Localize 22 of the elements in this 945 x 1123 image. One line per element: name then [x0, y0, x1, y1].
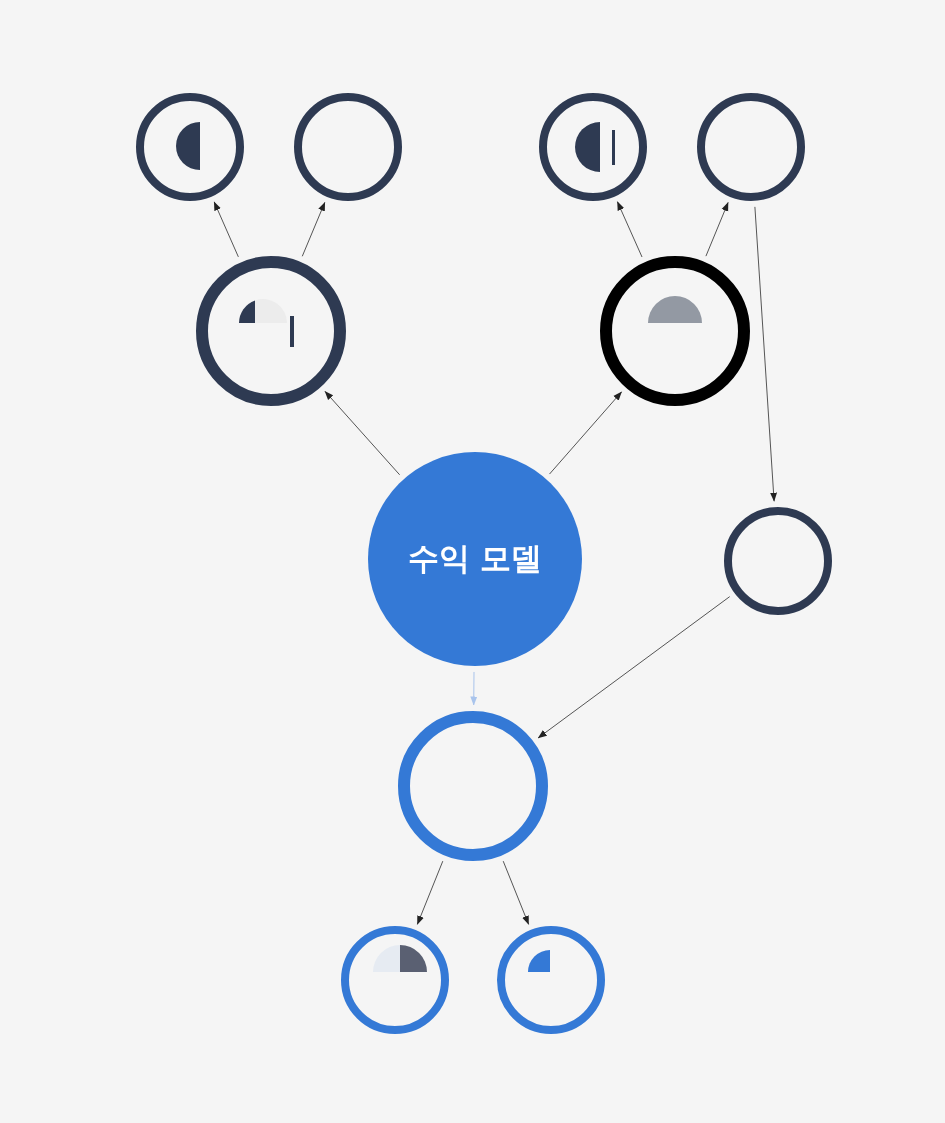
arrow	[416, 860, 444, 925]
ring-node	[341, 926, 449, 1034]
ring-node	[294, 93, 402, 201]
arrow	[502, 860, 530, 925]
arrow	[754, 206, 778, 502]
arrow	[470, 671, 478, 706]
arrow	[549, 391, 623, 475]
ring-node	[196, 256, 346, 406]
ring-node	[724, 507, 832, 615]
arrow	[616, 201, 643, 258]
ring-node	[136, 93, 244, 201]
ring-node	[539, 93, 647, 201]
arrow	[213, 201, 239, 258]
arrow	[324, 390, 401, 476]
arrow	[301, 201, 326, 257]
arrow	[705, 201, 729, 257]
ring-node	[600, 256, 750, 406]
ring-node	[398, 711, 548, 861]
arrow	[537, 596, 731, 739]
circle-node: 수익 모델	[368, 452, 582, 666]
ring-node	[697, 93, 805, 201]
ring-node	[497, 926, 605, 1034]
